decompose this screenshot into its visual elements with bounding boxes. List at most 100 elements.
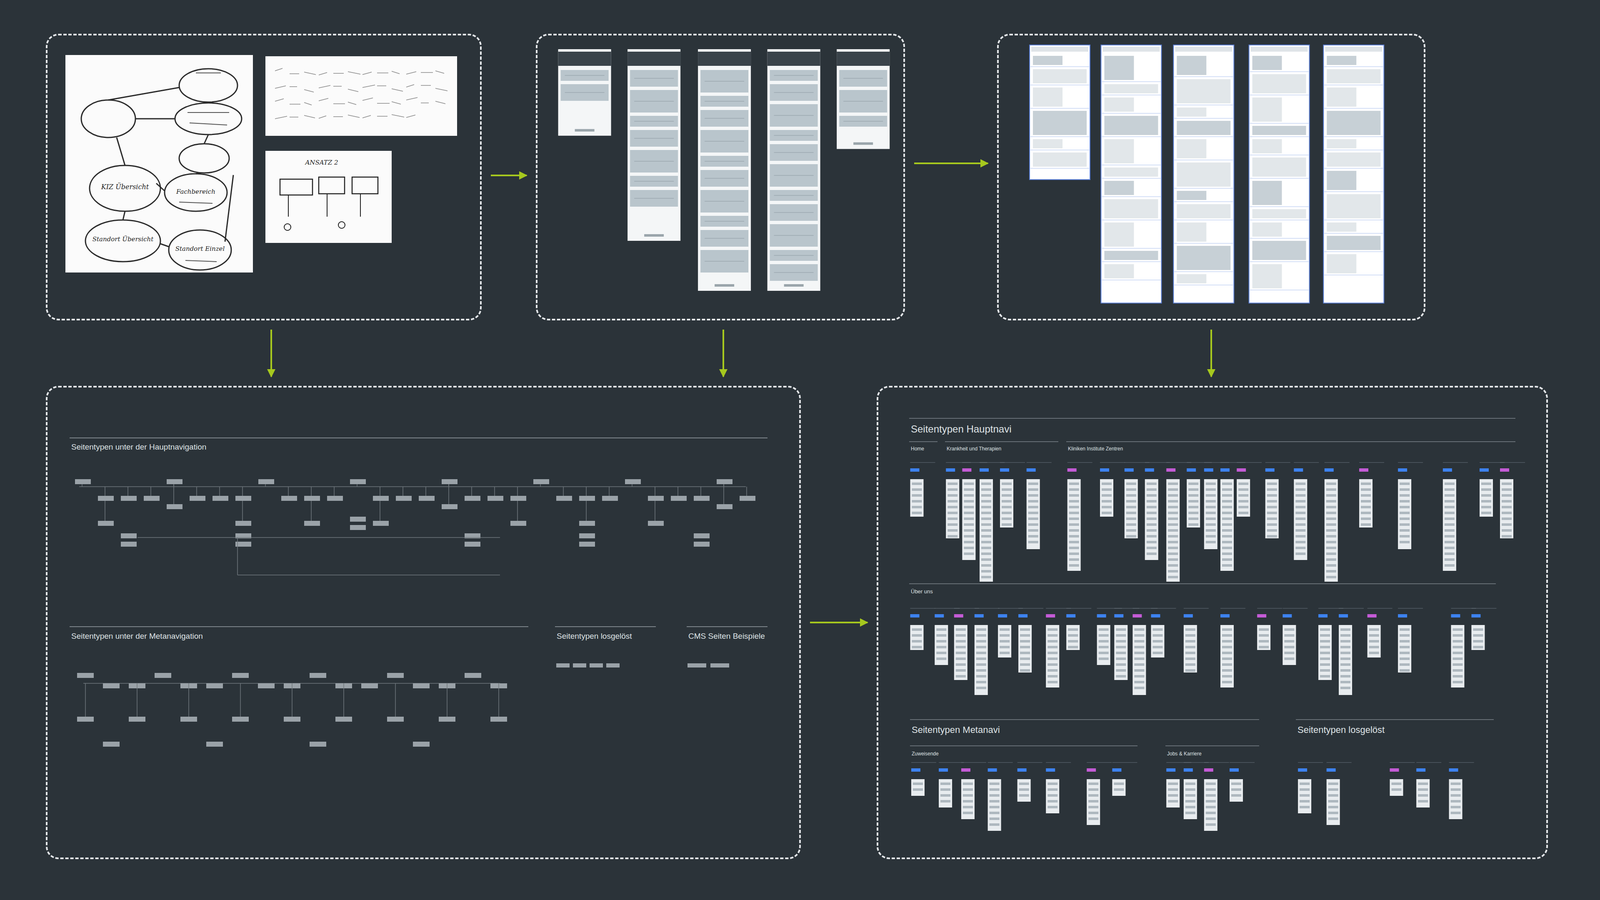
wireframe-block [1320, 645, 1330, 649]
wireframe-block [981, 494, 992, 497]
wireframe-block [1222, 651, 1233, 655]
sub-rule [1449, 762, 1475, 763]
mobile-wireframes [558, 49, 890, 291]
wireframe-block [1399, 628, 1410, 631]
wireframe-block [1399, 535, 1410, 538]
wireframe-block [947, 517, 958, 520]
wireframe-block [1185, 651, 1196, 655]
wireframe-block [1104, 97, 1134, 112]
wireframe-block [1258, 634, 1269, 637]
wireframe-block [1134, 663, 1145, 666]
wireframe-block [1047, 680, 1058, 684]
wireframe-block [1284, 645, 1295, 649]
mobile-header [836, 51, 890, 66]
wireframe-block [1104, 264, 1134, 279]
wireframe-line [774, 212, 814, 213]
wireframe-block [1185, 657, 1196, 660]
wireframe-block [1340, 663, 1351, 666]
wireframe-block [1098, 651, 1109, 655]
wireframe-block [1299, 800, 1310, 803]
flow-arrow [270, 329, 273, 377]
wireframe-block [1167, 788, 1178, 791]
page-thumbnail [1204, 479, 1218, 550]
status-tag [1112, 768, 1122, 772]
sketch-scribble [318, 115, 327, 119]
wireframe-block [1399, 645, 1410, 649]
wireframe-block [1299, 794, 1310, 797]
status-tag [1324, 468, 1334, 472]
sketch-note: KIZ Übersicht [101, 183, 149, 191]
wireframe-block [1167, 535, 1178, 538]
heading-rule [945, 441, 1059, 443]
wireframe-block [1340, 634, 1351, 637]
wireframe-block [1501, 517, 1512, 520]
wireframe-block [1326, 546, 1337, 550]
wireframe-block [1340, 657, 1351, 660]
sketch-stroke [287, 195, 289, 217]
page-thumbnail [1293, 479, 1308, 560]
sketch-scribble [347, 102, 357, 105]
wireframe-block [976, 669, 987, 672]
wireframe-block [1067, 634, 1078, 637]
wireframe-block [1472, 634, 1483, 637]
sitemap-box [350, 479, 366, 485]
sitemap-box [143, 495, 160, 501]
wireframe-block [963, 482, 974, 485]
page-thumbnail [1324, 479, 1338, 582]
wireframe-block [1295, 546, 1306, 550]
sitemap-box [490, 716, 508, 722]
wireframe-block [1069, 540, 1080, 544]
wireframe-block [1205, 788, 1216, 791]
wireframe-block [1222, 523, 1233, 526]
wireframe-block [1028, 488, 1039, 491]
wireframe-block [1176, 204, 1231, 219]
wireframe-block [1188, 500, 1199, 503]
wireframe-block [630, 175, 678, 187]
wireframe-block [1101, 511, 1112, 515]
status-tag [1150, 614, 1160, 618]
wireframe-block [1167, 505, 1178, 509]
status-tag [1479, 468, 1489, 472]
wireframe-block [1167, 488, 1178, 491]
wireframe-block [1098, 634, 1109, 637]
wireframe-block [1205, 823, 1216, 826]
wireframe-block [955, 669, 966, 672]
wireframe-block [912, 782, 923, 785]
sketch-scribble [289, 103, 301, 105]
wireframe-block [989, 805, 1000, 809]
tree-line [127, 486, 129, 496]
sub-rule [1067, 462, 1093, 463]
wireframe-block [911, 634, 922, 637]
wireframe-block [1069, 529, 1080, 532]
wireframe-block [1028, 535, 1039, 538]
wireframe-line [774, 115, 814, 116]
sketch-stroke [122, 211, 125, 220]
status-tag [1318, 614, 1328, 618]
wireframe-block [1069, 546, 1080, 550]
dashed-panel [997, 33, 1426, 321]
sketch-scribble [406, 84, 415, 88]
wireframe-block [700, 130, 749, 153]
wireframe-block [1088, 794, 1099, 797]
wireframe-block [1152, 645, 1163, 649]
status-tag [1000, 468, 1010, 472]
sitemap-box [257, 683, 275, 689]
status-tag [1114, 614, 1124, 618]
wireframe-block [1481, 488, 1492, 491]
wireframe-block [1047, 663, 1058, 666]
page-thumbnail [962, 479, 976, 560]
status-tag [1204, 468, 1214, 472]
wireframe-block [963, 517, 974, 520]
page-thumbnail [1026, 479, 1040, 550]
wireframe-block [1360, 517, 1371, 520]
wireframe-block [962, 805, 973, 809]
wireframe-block [1152, 628, 1163, 631]
wireframe-block [1020, 645, 1030, 649]
sketch-scribble [362, 97, 373, 101]
wireframe-block [1167, 800, 1178, 803]
wireframe-block [1222, 494, 1233, 497]
wireframe-block [1185, 805, 1196, 809]
page-thumbnail [1150, 625, 1165, 658]
wireframe-block [1267, 523, 1278, 526]
status-tag [1018, 614, 1028, 618]
